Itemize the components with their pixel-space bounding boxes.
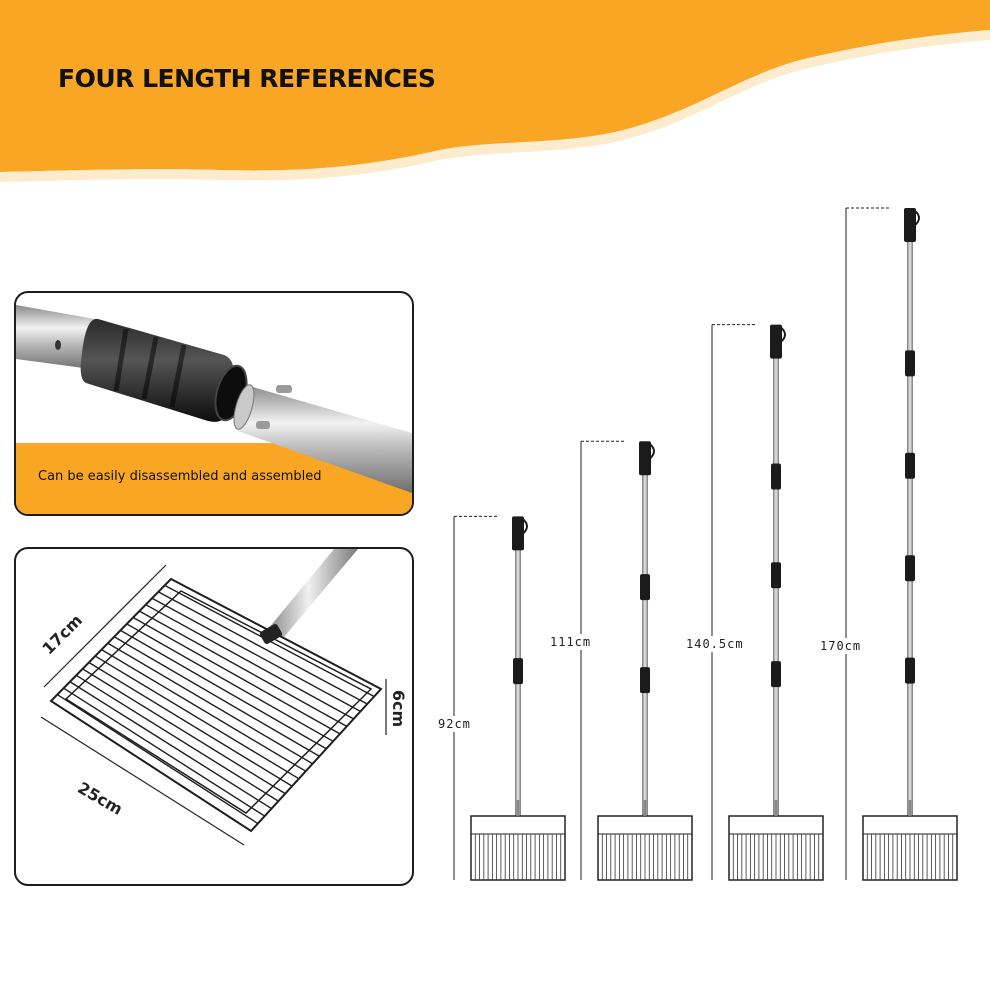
pole-connector-icon <box>16 305 412 514</box>
pole-4 <box>845 207 958 881</box>
length-label-3: 140.5cm <box>684 636 746 652</box>
length-label-1: 92cm <box>436 716 473 732</box>
page-title: FOUR LENGTH REFERENCES <box>58 64 436 93</box>
length-label-4: 170cm <box>818 638 864 654</box>
pole-3 <box>711 324 824 881</box>
joint-panel: Can be easily disassembled and assembled <box>14 291 414 516</box>
basket-panel: 17cm 6cm 25cm <box>14 547 414 886</box>
wire-basket-icon <box>40 549 387 846</box>
basket-height-label: 6cm <box>389 689 409 728</box>
pole-1 <box>453 515 566 881</box>
length-products <box>453 207 958 881</box>
header-banner <box>0 0 990 182</box>
joint-caption: Can be easily disassembled and assembled <box>38 469 322 484</box>
length-label-2: 111cm <box>548 634 594 650</box>
pole-2 <box>580 440 693 881</box>
